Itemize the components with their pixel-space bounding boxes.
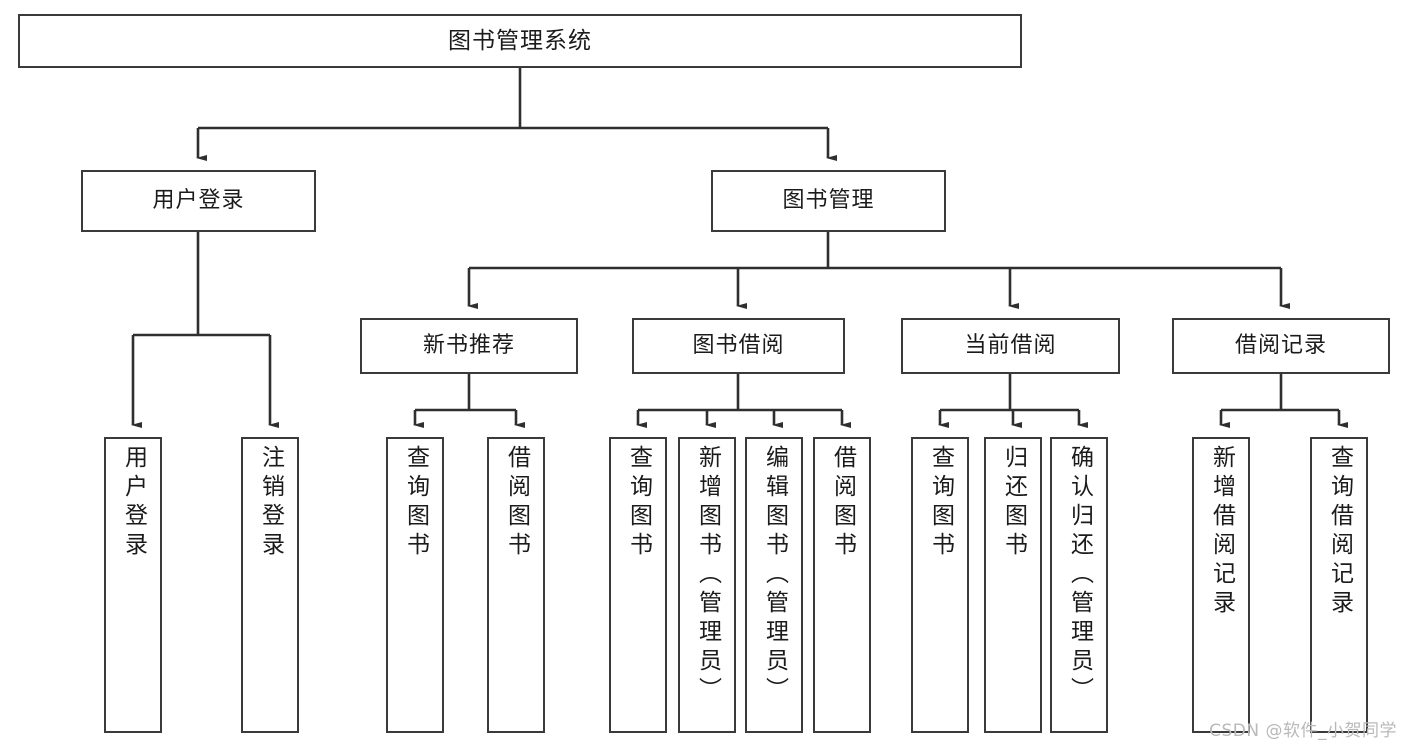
node-leaf-add-book[interactable]: 新增图书（管理员） — [678, 437, 736, 733]
node-user-login-label: 用户登录 — [152, 188, 245, 214]
node-leaf-confirm-return[interactable]: 确认归还（管理员） — [1050, 437, 1108, 733]
node-root-label: 图书管理系统 — [448, 27, 592, 54]
node-leaf-edit-book-label: 编辑图书（管理员） — [761, 445, 788, 706]
node-leaf-return-book-label: 归还图书 — [1000, 445, 1027, 561]
node-leaf-query-book-3[interactable]: 查询图书 — [911, 437, 969, 733]
node-borrow-record[interactable]: 借阅记录 — [1172, 318, 1390, 374]
node-leaf-borrow-book-2[interactable]: 借阅图书 — [813, 437, 871, 733]
node-leaf-query-book-2[interactable]: 查询图书 — [609, 437, 667, 733]
node-leaf-add-record-label: 新增借阅记录 — [1208, 445, 1235, 619]
node-leaf-query-book-1[interactable]: 查询图书 — [386, 437, 444, 733]
node-leaf-query-record-label: 查询借阅记录 — [1326, 445, 1353, 619]
node-book-manage[interactable]: 图书管理 — [711, 170, 946, 232]
node-leaf-logout-label: 注销登录 — [257, 445, 284, 561]
node-leaf-user-login[interactable]: 用户登录 — [104, 437, 162, 733]
node-root[interactable]: 图书管理系统 — [18, 14, 1022, 68]
node-leaf-edit-book[interactable]: 编辑图书（管理员） — [745, 437, 803, 733]
node-leaf-query-book-1-label: 查询图书 — [402, 445, 429, 561]
node-current-borrow[interactable]: 当前借阅 — [901, 318, 1120, 374]
node-borrow-record-label: 借阅记录 — [1234, 333, 1327, 359]
node-new-book-recommend[interactable]: 新书推荐 — [360, 318, 578, 374]
node-leaf-borrow-book-1[interactable]: 借阅图书 — [487, 437, 545, 733]
node-leaf-query-book-3-label: 查询图书 — [927, 445, 954, 561]
node-leaf-return-book[interactable]: 归还图书 — [984, 437, 1042, 733]
node-leaf-add-record[interactable]: 新增借阅记录 — [1192, 437, 1250, 733]
node-user-login[interactable]: 用户登录 — [81, 170, 316, 232]
node-leaf-logout[interactable]: 注销登录 — [241, 437, 299, 733]
node-leaf-confirm-return-label: 确认归还（管理员） — [1066, 445, 1093, 706]
node-leaf-borrow-book-1-label: 借阅图书 — [503, 445, 530, 561]
watermark: CSDN @软件_小贺同学 — [1209, 721, 1397, 741]
node-leaf-query-book-2-label: 查询图书 — [625, 445, 652, 561]
node-leaf-borrow-book-2-label: 借阅图书 — [829, 445, 856, 561]
node-book-borrow[interactable]: 图书借阅 — [632, 318, 845, 374]
node-leaf-user-login-label: 用户登录 — [120, 445, 147, 561]
node-leaf-query-record[interactable]: 查询借阅记录 — [1310, 437, 1368, 733]
node-book-manage-label: 图书管理 — [782, 188, 875, 214]
node-current-borrow-label: 当前借阅 — [964, 333, 1057, 359]
node-book-borrow-label: 图书借阅 — [692, 333, 785, 359]
node-new-book-recommend-label: 新书推荐 — [422, 333, 515, 359]
node-leaf-add-book-label: 新增图书（管理员） — [694, 445, 721, 706]
